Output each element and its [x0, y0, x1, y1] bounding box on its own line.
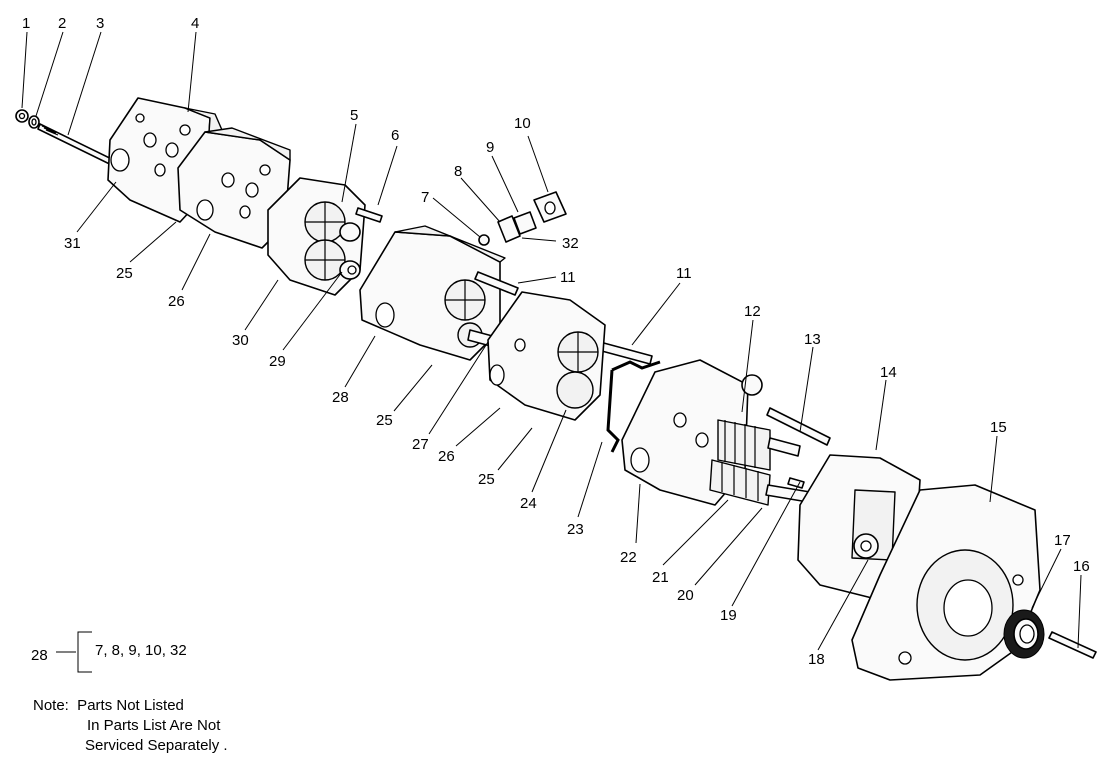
- part-pin: [1048, 631, 1097, 659]
- note-line-2: In Parts List Are Not: [87, 717, 221, 734]
- callout-21: 21: [652, 569, 669, 586]
- callout-19: 19: [720, 607, 737, 624]
- callout-18: 18: [808, 651, 825, 668]
- callout-14: 14: [880, 364, 897, 381]
- leader-lines: [21, 31, 1082, 651]
- callout-30: 30: [232, 332, 249, 349]
- kit-bracket: [56, 631, 92, 673]
- part-drive-gears: [709, 419, 811, 506]
- callout-17: 17: [1054, 532, 1071, 549]
- part-center-housing: [359, 225, 506, 361]
- kit-items: 7, 8, 9, 10, 32: [95, 642, 187, 659]
- part-shaft-seal: [1003, 609, 1045, 659]
- callout-1: 1: [22, 15, 30, 32]
- callout-29: 29: [269, 353, 286, 370]
- callout-13: 13: [804, 331, 821, 348]
- part-long-dowel: [474, 271, 653, 365]
- note-line-1: Note: Parts Not Listed: [33, 697, 184, 714]
- callout-7: 7: [421, 189, 429, 206]
- callout-11-upper: 11: [560, 269, 576, 286]
- part-gear-housing-1: [267, 177, 366, 296]
- callout-27: 27: [412, 436, 429, 453]
- callout-32: 32: [562, 235, 579, 252]
- callout-15: 15: [990, 419, 1007, 436]
- part-long-pin: [766, 407, 831, 446]
- callout-4: 4: [191, 15, 199, 32]
- callout-2: 2: [58, 15, 66, 32]
- callout-25-a: 25: [116, 265, 133, 282]
- callout-24: 24: [520, 495, 537, 512]
- service-note: Note: Parts Not Listed In Parts List Are…: [33, 696, 228, 756]
- note-line-3: Serviced Separately .: [85, 737, 228, 754]
- part-relief-valve: [478, 191, 567, 246]
- kit-ref: 28: [31, 647, 48, 664]
- part-key: [787, 477, 805, 489]
- callout-12: 12: [744, 303, 761, 320]
- callout-16: 16: [1073, 558, 1090, 575]
- callout-25-c: 25: [478, 471, 495, 488]
- callout-5: 5: [350, 107, 358, 124]
- part-section-plate-a: [177, 127, 291, 249]
- callout-11-lower: 11: [676, 265, 692, 282]
- callout-8: 8: [454, 163, 462, 180]
- callout-28: 28: [332, 389, 349, 406]
- callout-9: 9: [486, 139, 494, 156]
- part-gear-housing-2: [487, 291, 606, 421]
- callout-22: 22: [620, 549, 637, 566]
- callout-10: 10: [514, 115, 531, 132]
- callout-20: 20: [677, 587, 694, 604]
- callout-26-a: 26: [168, 293, 185, 310]
- callout-26-b: 26: [438, 448, 455, 465]
- callout-31: 31: [64, 235, 81, 252]
- callout-3: 3: [96, 15, 104, 32]
- callout-numbers: 1 2 3 4 5 6 7 8 9 10 11 11 12 13 14 15 1…: [22, 15, 1090, 668]
- callout-25-b: 25: [376, 412, 393, 429]
- part-dowel-pin: [355, 207, 383, 223]
- part-nut: [15, 109, 40, 129]
- part-gasket-wire: [606, 360, 661, 453]
- callout-6: 6: [391, 127, 399, 144]
- callout-23: 23: [567, 521, 584, 538]
- part-mounting-flange: [851, 484, 1041, 681]
